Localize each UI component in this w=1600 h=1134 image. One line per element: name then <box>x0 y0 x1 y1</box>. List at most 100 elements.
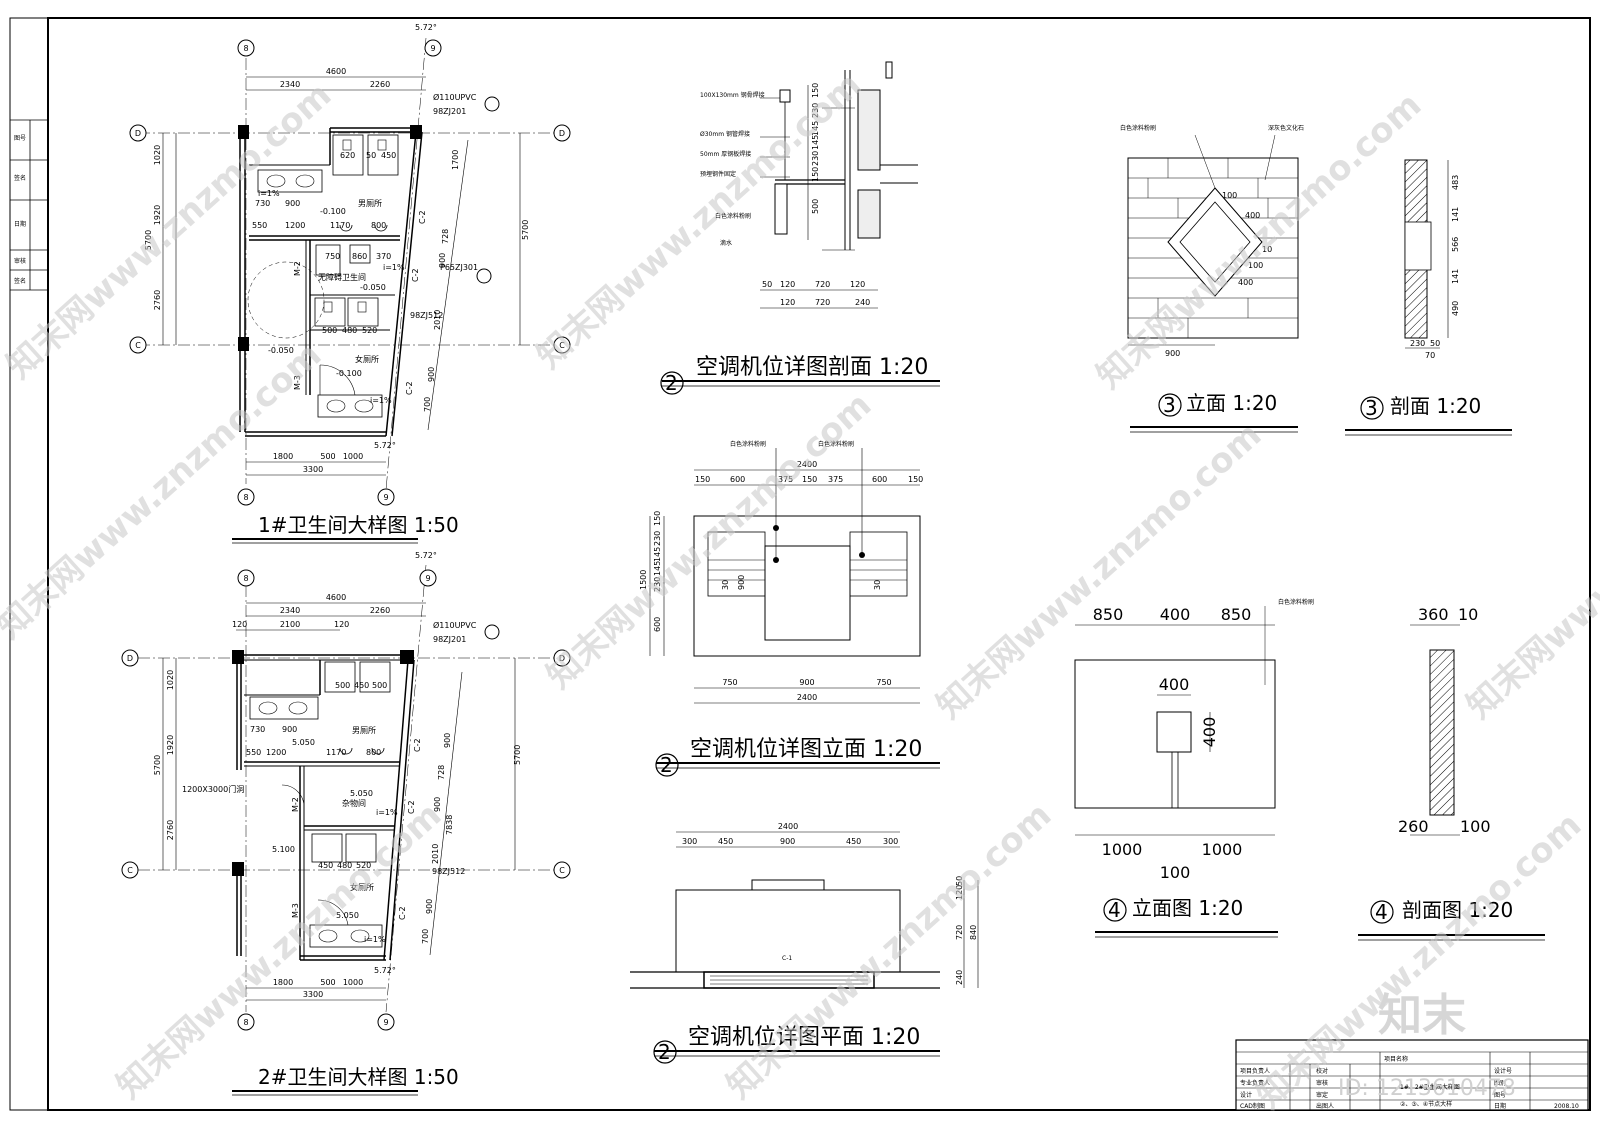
ac-section-label: 100X130mm 钢骨焊接 <box>700 91 765 99</box>
svg-text:C: C <box>559 866 565 875</box>
detail3-sect-dim: 70 <box>1425 351 1435 360</box>
detail3-sect-dim: 483 <box>1451 175 1460 190</box>
ac-elev-dim-top: 150 <box>908 475 923 484</box>
ac-section-dim: 150 <box>811 167 820 182</box>
plan1-slope: i=1% <box>370 396 392 405</box>
ac-section-dim-h: 720 <box>815 280 830 289</box>
plan1-dim-total-top: 4600 <box>326 67 346 76</box>
plan2-dim-right: 2010 <box>431 844 440 864</box>
ac-section-dim: 230 <box>811 151 820 166</box>
ac-elev-dim-top: 375 <box>778 475 793 484</box>
ac-elev-dim-left: 1500 <box>639 570 648 590</box>
plan1-dim-right: 728 <box>441 229 450 244</box>
detail3-sect-dim: 141 <box>1451 207 1460 222</box>
titleblock-cell: 审核 <box>1316 1079 1328 1087</box>
left-strip-e: 签名 <box>14 277 26 285</box>
titleblock-cell: 校对 <box>1316 1067 1328 1075</box>
ac-elev-dim-top: 150 <box>695 475 710 484</box>
left-strip: 图号 签名 日期 审核 签名 <box>10 119 48 291</box>
svg-text:知末网www.znzmo.com: 知末网www.znzmo.com <box>529 65 869 377</box>
plan2-dim-inner: 550 <box>246 748 261 757</box>
plan1-slope: i=1% <box>258 189 280 198</box>
plan1-window-c2c: C-2 <box>405 381 414 395</box>
ac-section-title: 空调机位详图剖面 1:20 <box>696 355 928 380</box>
plan1-angle-top: 5.72° <box>415 23 437 32</box>
plan2-dim-inner: 800 <box>366 748 381 757</box>
titleblock-cell: 设计 <box>1240 1091 1252 1099</box>
plan1-dim-inner: 800 <box>371 221 386 230</box>
svg-text:8: 8 <box>243 44 248 53</box>
plan1-dim-left-b: 1920 <box>153 205 162 225</box>
ac-plan-dim-right: 120 <box>955 885 964 900</box>
titleblock-cell: 审定 <box>1316 1091 1328 1099</box>
grid-bubble-8-top: 8 <box>237 569 255 587</box>
detail4-section: 360 10 260 100 4 剖面图 1:20 <box>1358 605 1545 941</box>
plan1-dim-inner: 1170 <box>330 221 350 230</box>
detail3-dim: 100 <box>1248 261 1263 270</box>
detail3-sect-dim: 141 <box>1451 269 1460 284</box>
ac-elev-inner: 900 <box>737 575 746 590</box>
grid-bubble-D-left: D <box>129 124 147 142</box>
titleblock-cell: 日期 <box>1494 1102 1506 1110</box>
plan1-toilet-detail: 8 9 D D C C 8 9 <box>129 23 571 544</box>
grid-bubble-8-bottom: 8 <box>237 488 255 506</box>
plan1-window-c2b: C-2 <box>411 268 420 282</box>
detail4-sect-num: 4 <box>1375 900 1388 924</box>
plan1-dim-bottom-total: 3300 <box>303 465 323 474</box>
grid-bubble-9-top: 9 <box>424 39 442 57</box>
plan1-level: -0.100 <box>336 369 362 378</box>
plan2-dim-right: 728 <box>437 765 446 780</box>
plan1-slope: i=1% <box>383 263 405 272</box>
grid-bubble-8-top: 8 <box>237 39 255 57</box>
ac-section-dim-h: 120 <box>850 280 865 289</box>
detail3-dim: 400 <box>1245 211 1260 220</box>
titleblock-cell: 图号 <box>1494 1092 1506 1099</box>
plan2-dim-inner: 500 <box>335 681 350 690</box>
titleblock-drawing: 1#、2#卫生间大样图 <box>1400 1083 1460 1091</box>
ac-elevation-detail: 2400 150 600 375 150 375 600 150 白色涂料粉刷 … <box>639 440 940 777</box>
svg-text:D: D <box>559 654 565 663</box>
detail3-sect-dim: 50 <box>1430 339 1440 348</box>
plan2-dim-inner: 480 <box>337 861 352 870</box>
ac-section-label: 滴水 <box>720 239 732 247</box>
svg-text:9: 9 <box>425 574 430 583</box>
plan1-dim-right: 2010 <box>433 310 442 330</box>
plan1-room-men: 男厕所 <box>358 198 382 208</box>
watermark-logo: 知末 <box>1378 990 1466 1041</box>
ac-plan-dim-right: 840 <box>969 925 978 940</box>
ac-section-dim-h: 720 <box>815 298 830 307</box>
detail3-elev-num: 3 <box>1163 393 1176 417</box>
detail4-elev-title: 立面图 1:20 <box>1132 896 1243 920</box>
plan2-level: 5.100 <box>272 845 295 854</box>
plan2-dim-right: 900 <box>443 733 452 748</box>
ac-plan-dim-top: 300 <box>682 837 697 846</box>
ac-plan-dim-right: 240 <box>955 970 964 985</box>
plan2-dim-top: 2260 <box>370 606 390 615</box>
plan2-room-storage: 杂物间 <box>342 798 366 808</box>
plan1-dim-right: 900 <box>427 367 436 382</box>
plan2-level: 5.050 <box>336 911 359 920</box>
sheet-inner-border <box>47 17 1591 1111</box>
detail4-sect-dim: 100 <box>1460 817 1491 836</box>
plan2-dim-top: 2100 <box>280 620 300 629</box>
ac-section-dim: 145 <box>811 135 820 150</box>
ac-elev-dim-left: 150 <box>653 511 662 526</box>
plan2-door-m2: M-2 <box>291 797 300 812</box>
plan1-dim-inner: 450 <box>381 151 396 160</box>
ac-elev-inner: 30 <box>873 580 882 590</box>
ac-section-dim-h: 120 <box>780 280 795 289</box>
ac-elev-dim-left: 600 <box>653 617 662 632</box>
ac-plan-dim-top: 2400 <box>778 822 798 831</box>
plan2-ref: 98ZJ512 <box>432 867 465 876</box>
plan2-dim-right: 900 <box>433 797 442 812</box>
plan2-dim-left: 1920 <box>166 735 175 755</box>
svg-text:8: 8 <box>243 493 248 502</box>
plan1-dim-right: 900 <box>438 253 447 268</box>
plan1-room-women: 女厕所 <box>355 354 379 364</box>
plan2-dim-bottom: 500 <box>320 978 335 987</box>
ac-section-label: 50mm 厚钢板焊接 <box>700 150 751 158</box>
plan2-pipe-note: Ø110UPVC <box>433 620 477 630</box>
svg-text:9: 9 <box>430 44 435 53</box>
plan2-dim-inner: 500 <box>372 681 387 690</box>
plan2-dim-right-total: 7838 <box>445 815 454 835</box>
